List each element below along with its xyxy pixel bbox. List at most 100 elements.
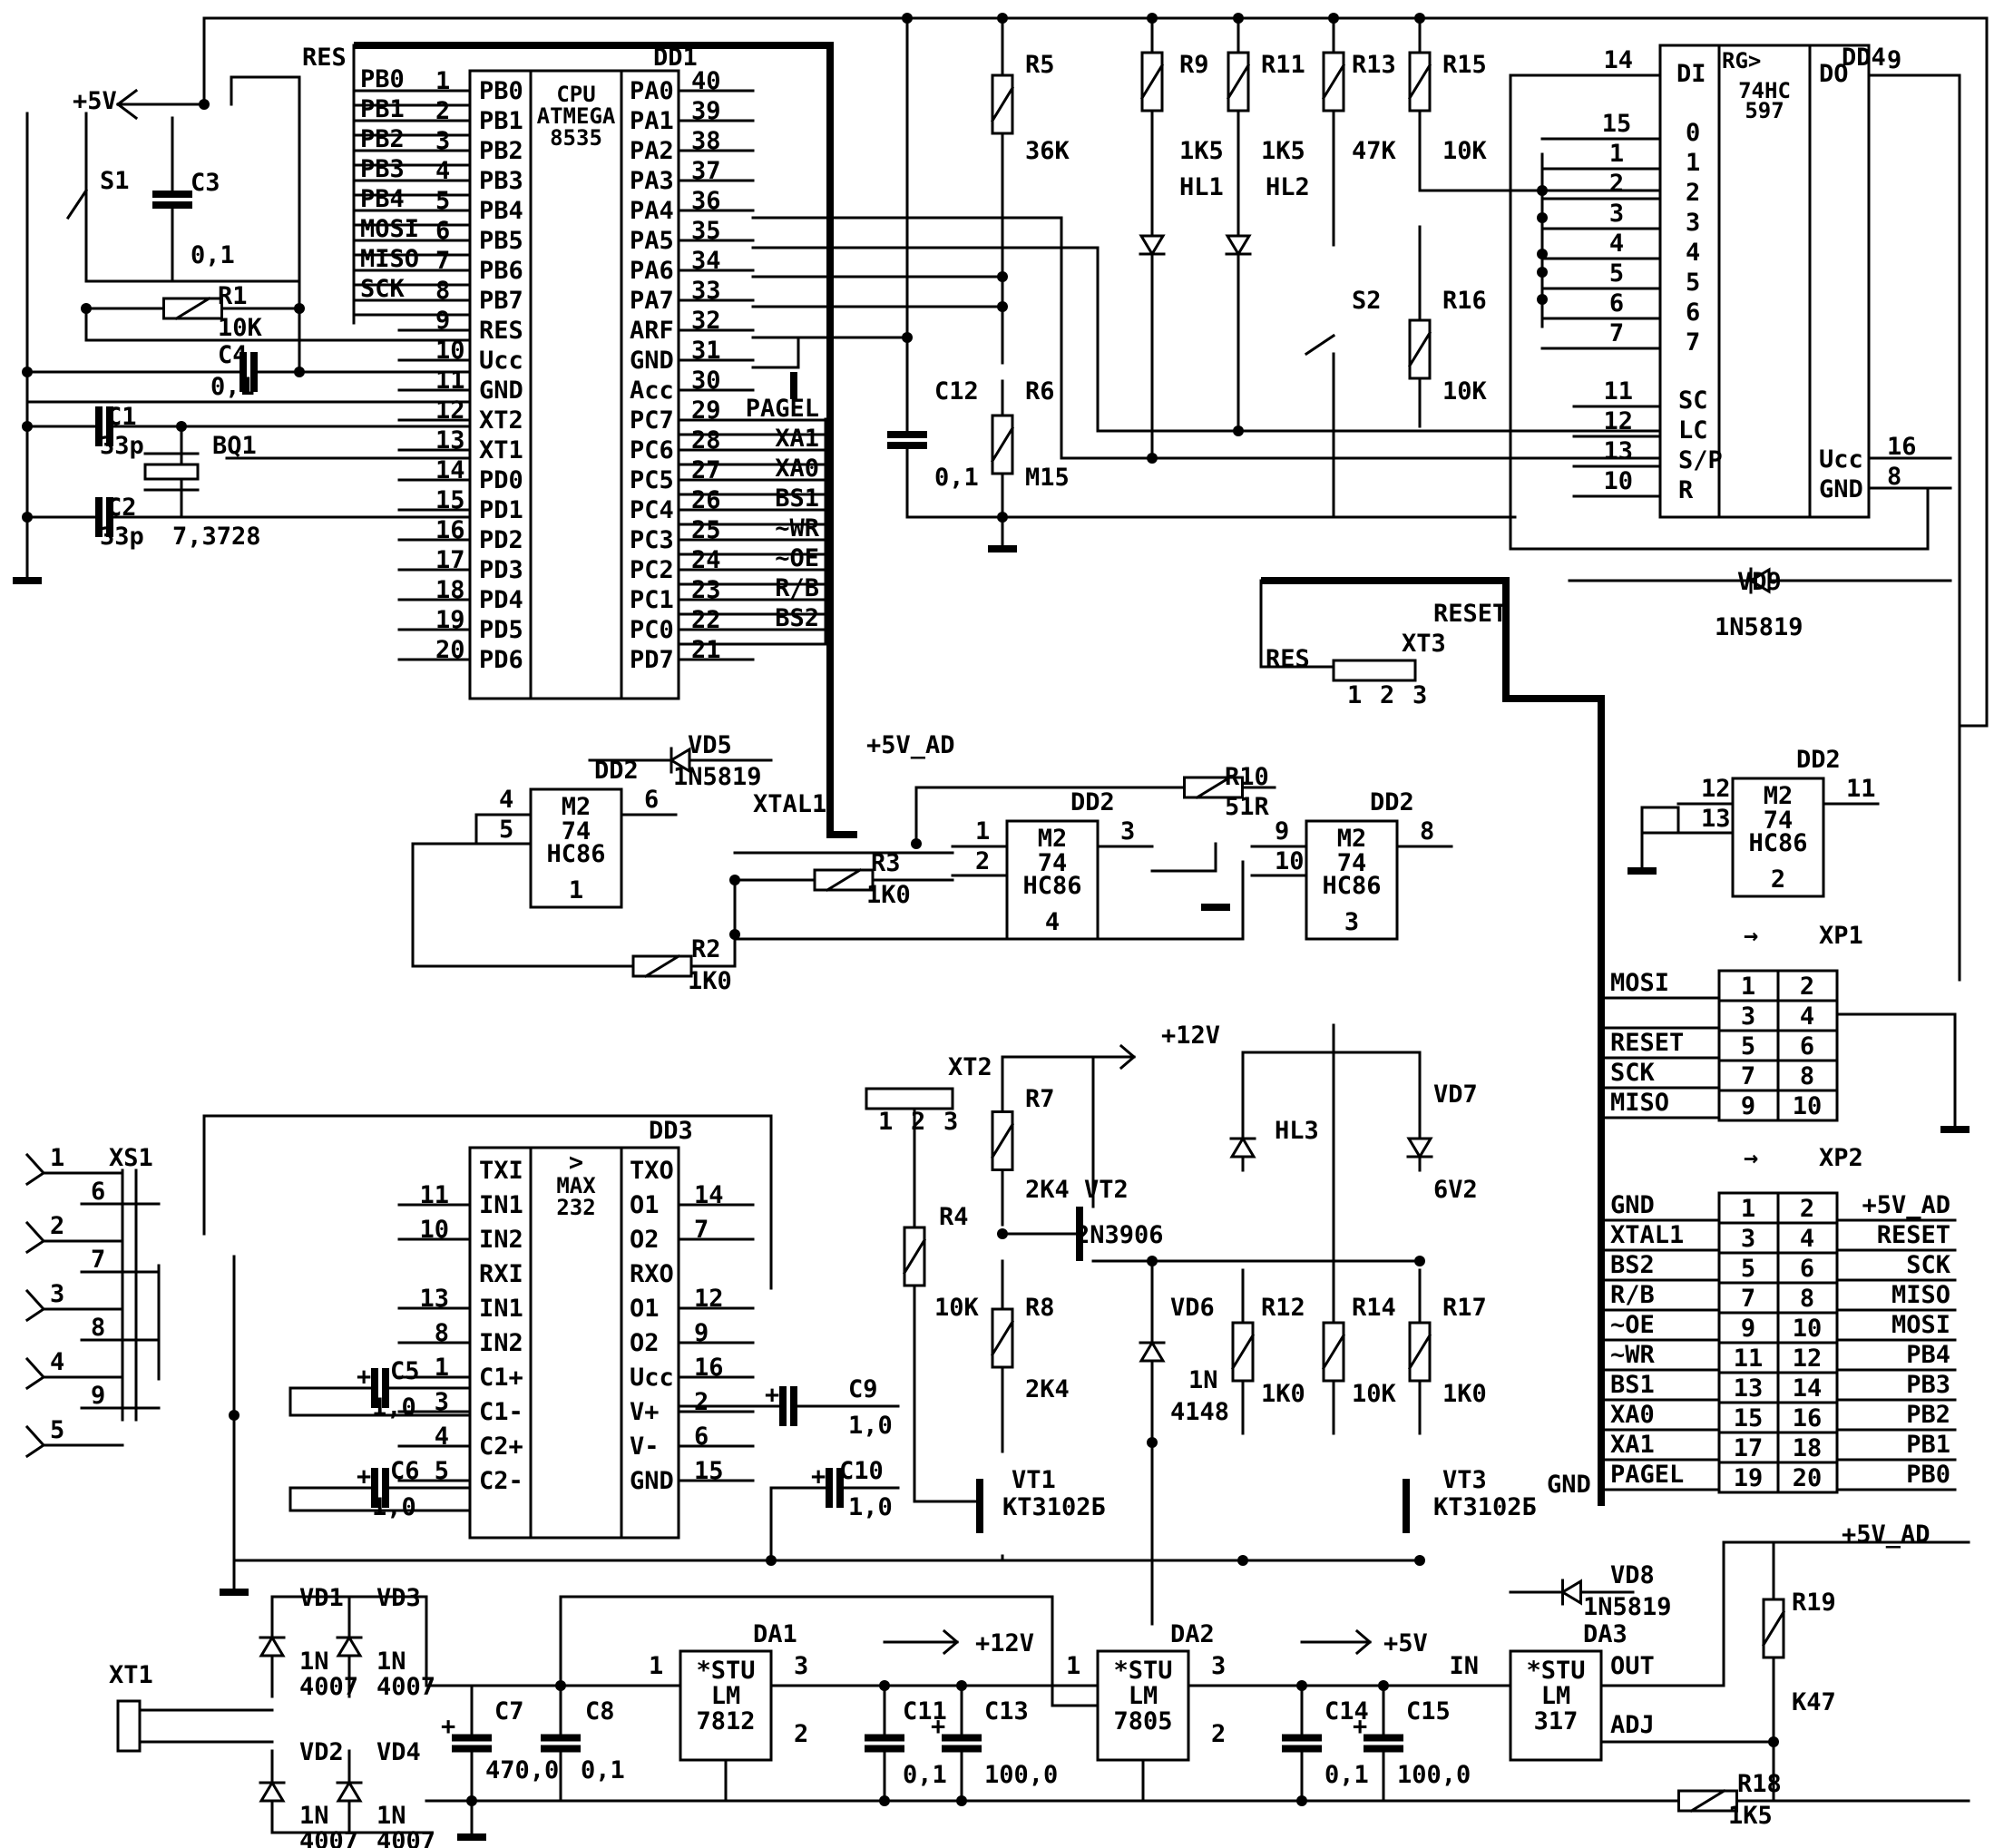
junction-dot — [1537, 249, 1548, 259]
dd1-pin-num: 6 — [435, 217, 450, 245]
xp2-left: BS1 — [1610, 1371, 1655, 1399]
s1-switch — [65, 188, 89, 220]
dd4-bit: 0 — [1686, 119, 1700, 147]
vd6-val1: 1N — [1188, 1366, 1218, 1394]
s1-ref: S1 — [100, 167, 130, 195]
xp2-pin: 20 — [1793, 1464, 1823, 1492]
xp2-pin: 1 — [1741, 1195, 1755, 1223]
hl3-ref: HL3 — [1275, 1117, 1319, 1145]
s2-switch — [1304, 333, 1336, 357]
dd1-pin-num: 12 — [435, 396, 465, 425]
dd1-chip — [468, 69, 680, 700]
junction-dot — [22, 367, 33, 377]
r18-slash — [1689, 1788, 1726, 1814]
r19-ref: R19 — [1792, 1589, 1836, 1617]
junction-dot — [176, 421, 187, 432]
r15-val: 10K — [1442, 137, 1488, 165]
dd3-pin-name: TXI — [479, 1157, 523, 1185]
da3-adj: ADJ — [1610, 1711, 1655, 1739]
junction-dot — [1414, 1256, 1425, 1266]
vcc5-reg-label: +5V — [1383, 1629, 1428, 1657]
xp1-pin: 8 — [1800, 1062, 1814, 1090]
dd2-gate-1-in1: 4 — [499, 786, 513, 814]
dd4-in-num: 6 — [1609, 289, 1624, 318]
r13-slash — [1321, 63, 1346, 101]
c7-plus: + — [441, 1713, 455, 1741]
dd4-pwr-num: 16 — [1887, 433, 1917, 461]
dd1-pin-num: 14 — [435, 456, 465, 484]
wire — [288, 1386, 472, 1417]
components — [13, 44, 1970, 1841]
res-net: RES — [302, 44, 347, 72]
vd6-ref: VD6 — [1170, 1294, 1215, 1322]
dd4-in-num: 5 — [1609, 259, 1624, 288]
hl2 — [1225, 234, 1252, 257]
r7-val: 2K4 — [1025, 1176, 1070, 1204]
xs1-pin: 3 — [50, 1280, 64, 1308]
vd1-val1: 1N — [299, 1648, 329, 1676]
dd2-gate-1-out: 6 — [644, 786, 659, 814]
da1-l2: LM — [711, 1682, 741, 1710]
r17-ref: R17 — [1442, 1294, 1487, 1322]
vd7-ref: VD7 — [1433, 1080, 1478, 1109]
dd1-pin-num: 34 — [691, 247, 721, 275]
s2-ref: S2 — [1352, 287, 1382, 315]
junction-dot — [1147, 13, 1158, 24]
wire — [733, 860, 1245, 941]
r3-ref: R3 — [871, 849, 901, 877]
r1-val: 10K — [218, 314, 263, 342]
xp2-pin: 15 — [1734, 1404, 1764, 1432]
xp2-pin: 18 — [1793, 1434, 1823, 1462]
r5-ref: R5 — [1025, 51, 1055, 79]
xp2-right: MOSI — [1891, 1311, 1950, 1339]
vd5 — [669, 747, 691, 774]
dd1-pin-num: 23 — [691, 576, 721, 604]
dd1-net: MOSI — [360, 215, 419, 243]
c10-ref: C10 — [839, 1457, 884, 1485]
xp1-pin: 2 — [1800, 973, 1814, 1001]
vt2-val: 2N3906 — [1075, 1221, 1164, 1249]
xp2-pin: 16 — [1793, 1404, 1823, 1432]
wire — [202, 1114, 773, 1290]
junction-dot — [879, 1795, 890, 1806]
dd1-pin-name: PC7 — [630, 406, 674, 435]
dd2-gate-4-in1: 1 — [975, 817, 990, 846]
junction-dot — [1147, 1256, 1158, 1266]
xp2-pin: 10 — [1793, 1315, 1823, 1343]
r4-ref: R4 — [939, 1203, 969, 1231]
dd2-gate-3-m: M2 — [1337, 825, 1367, 853]
vcc-bus — [202, 16, 1989, 728]
xs1-pin: 7 — [91, 1246, 105, 1274]
junction-dot — [1147, 453, 1158, 464]
dd1-pin-num: 26 — [691, 486, 721, 514]
junction-dot — [466, 1795, 477, 1806]
arrow-icon — [1119, 1043, 1137, 1071]
c14-val: 0,1 — [1324, 1761, 1369, 1789]
dd3-chip — [468, 1146, 680, 1540]
dd1-pin-name: PD2 — [479, 526, 523, 554]
c6-val: 1,0 — [372, 1493, 416, 1521]
dd3-pin-name: IN2 — [479, 1226, 523, 1254]
dd2-gate-2-ref: DD2 — [1796, 746, 1841, 774]
xp2-pin: 2 — [1800, 1195, 1814, 1223]
dd4-di-pin: 14 — [1603, 46, 1633, 74]
bq1-val: 7,3728 — [172, 523, 261, 551]
dd2-gate-1 — [529, 787, 623, 909]
dd2-gate-4-t2: HC86 — [1022, 872, 1081, 900]
junction-dot — [1537, 267, 1548, 278]
xp2-right: MISO — [1891, 1281, 1950, 1309]
xs1-pin: 2 — [50, 1212, 64, 1240]
dd2-gate-2-t2: HC86 — [1748, 829, 1807, 857]
bq1-ref: BQ1 — [212, 432, 257, 460]
dd2-gate-1-t1: 74 — [562, 817, 591, 846]
r9-ref: R9 — [1179, 51, 1209, 79]
wire — [751, 336, 800, 369]
xp2-left: R/B — [1610, 1281, 1655, 1309]
xp2-pin: 3 — [1741, 1225, 1755, 1253]
dd2-gate-3-t2: HC86 — [1322, 872, 1381, 900]
xs1-pin: 1 — [50, 1144, 64, 1172]
dd1-pin-num: 39 — [691, 97, 721, 125]
dd3-pin-num: 9 — [694, 1319, 709, 1347]
dd2-gate-4-unit: 4 — [1045, 908, 1060, 936]
reset-bus — [1261, 577, 1605, 1506]
